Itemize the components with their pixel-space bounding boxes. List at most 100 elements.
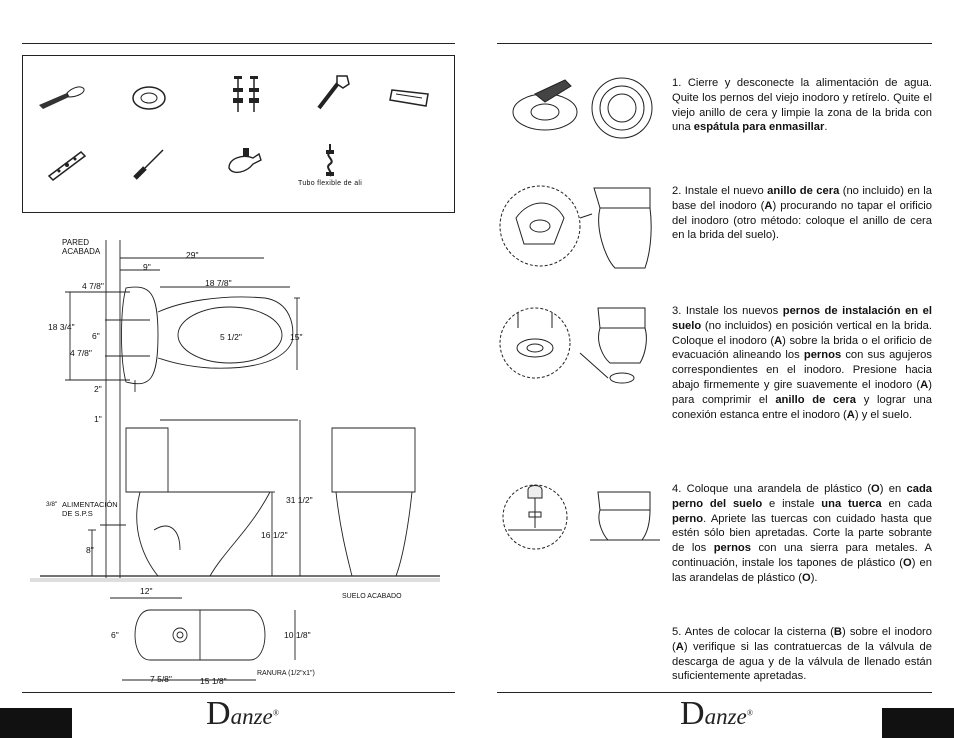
flexible-supply-tube-icon (326, 144, 334, 177)
step-3-part: ) sobre la brida o el orificio de evacua… (672, 334, 932, 362)
floor-label: SUELO ACABADO (342, 593, 402, 600)
step-2-part: (no incluido) en la base del inodoro ( (672, 185, 932, 212)
bottom-rule-left (22, 692, 455, 693)
dim-9: 9" (143, 262, 151, 272)
step-4-part: . Apriete las tuercas con cuidado hasta … (672, 512, 932, 555)
slot-label: RANURA (1/2"x1") (257, 670, 315, 677)
step-3-bold: A (920, 378, 929, 391)
dim-7-5-8: 7 5/8" (150, 674, 172, 684)
step-4-part: 4. Coloque una arandela de plástico ( (672, 483, 872, 495)
dim-5-1-2: 5 1/2" (220, 332, 242, 342)
logo-rest: anze (704, 704, 747, 729)
step-3-part: ) y el suelo. (854, 408, 913, 421)
dim-12: 12" (140, 586, 153, 596)
step-5-part: ) sobre el inodoro ( (672, 626, 932, 653)
step1-illustration (512, 77, 653, 139)
dim-29: 29" (186, 250, 199, 260)
dim-16-1-2: 16 1/2" (261, 530, 288, 540)
dim-2: 2" (94, 384, 102, 394)
screwdriver-icon (133, 149, 164, 180)
faucet-supply-icon (228, 148, 262, 174)
step-2-part: ) procurando no tapar el orificio del in… (672, 199, 932, 242)
supply-size-label: 3/8" (46, 501, 58, 508)
level-icon (47, 151, 87, 181)
dim-15: 15" (290, 332, 303, 342)
floor-bolts-icon (233, 76, 259, 112)
danze-logo-right: Danze® (680, 695, 753, 733)
step-3-part: y lograr una conexión estanca entre el i… (672, 393, 932, 421)
dim-6-bottom: 6" (111, 630, 119, 640)
bottom-rule-right (497, 692, 932, 693)
step-5-text: 5. Antes de colocar la cisterna (B) sobr… (672, 625, 932, 684)
step-4-part: ) en (879, 483, 907, 495)
dim-18-7-8: 18 7/8" (205, 278, 232, 288)
logo-rest: anze (230, 704, 273, 729)
tools-panel: Tubo flexible de ali (22, 55, 455, 213)
step-3-bold: A (774, 334, 783, 347)
step-4-part: en cada (881, 497, 933, 510)
rough-in-diagram (30, 240, 440, 681)
step-3-part: ) para comprimir el (672, 378, 932, 406)
step2-illustration (499, 185, 652, 269)
dim-18-3-4: 18 3/4" (48, 322, 75, 332)
logo-initial: D (206, 695, 231, 732)
dim-31-1-2: 31 1/2" (286, 495, 313, 505)
logo-initial: D (680, 695, 705, 732)
step-5-bold: A (675, 640, 684, 653)
step4-illustration (502, 484, 660, 550)
step-4-bold: O (871, 483, 880, 495)
step-5-part: 5. Antes de colocar la cisterna ( (672, 626, 834, 638)
step-3-part: (no incluidos) en posición vertical en l… (672, 319, 932, 347)
step-4-bold: cada perno del suelo (672, 483, 932, 510)
step-4-part: con una sierra para metales. A continuac… (672, 542, 932, 569)
supply-label: ALIMENTACIÓN DE S.P.S (62, 500, 118, 518)
top-rule-left (22, 43, 455, 44)
step-3-part: 3. Instale los nuevos (672, 305, 783, 317)
step-4-bold: pernos (713, 542, 751, 555)
putty-knife-icon (39, 86, 85, 109)
dim-10-1-8: 10 1/8" (284, 630, 311, 640)
wrench-icon (317, 75, 350, 110)
step-3-text: 3. Instale los nuevos pernos de instalac… (672, 304, 932, 422)
step-3-bold: pernos de instalación en el suelo (672, 305, 932, 332)
dim-4-7-8-top: 4 7/8" (82, 281, 104, 291)
wall-label: PARED ACABADA (62, 238, 101, 256)
step-4-bold: O (903, 556, 912, 569)
step-1-bold: espátula para enmasillar (693, 121, 825, 134)
dim-6-top: 6" (92, 331, 100, 341)
dim-8: 8" (86, 545, 94, 555)
step-4-bold: una tuerca (821, 497, 882, 510)
wax-ring-icon (132, 86, 166, 110)
step-2-text: 2. Instale el nuevo anillo de cera (no i… (672, 184, 932, 243)
step-1-text: 1. Cierre y desconecte la alimentación d… (672, 76, 932, 135)
step-1-part: 1. Cierre y desconecte la alimentación d… (672, 77, 932, 134)
step3-illustration (499, 307, 647, 384)
step-4-bold: perno (672, 512, 704, 525)
dim-1: 1" (94, 414, 102, 424)
step-3-bold: pernos (803, 349, 842, 362)
step-1-part: . (824, 121, 828, 134)
step-4-part: ). (810, 571, 818, 584)
dim-4-7-8-bottom: 4 7/8" (70, 348, 92, 358)
step-5-part: ) verifique si las contratuercas de la v… (672, 640, 932, 683)
step-2-part: 2. Instale el nuevo (672, 185, 768, 197)
step-3-bold: A (846, 408, 855, 421)
step-4-bold: O (801, 571, 811, 584)
step-4-text: 4. Coloque una arandela de plástico (O) … (672, 482, 932, 586)
dim-15-1-8: 15 1/8" (200, 676, 227, 686)
hacksaw-blade-icon (389, 89, 429, 107)
page-tab-left (0, 708, 72, 738)
top-rule-right (497, 43, 932, 44)
step-2-bold: A (764, 199, 773, 212)
logo-mark: ® (272, 708, 279, 718)
step-4-part: e instale (762, 497, 822, 510)
page-tab-right (882, 708, 954, 738)
danze-logo-left: Danze® (206, 695, 279, 733)
logo-mark: ® (746, 708, 753, 718)
flex-tube-caption: Tubo flexible de ali (298, 180, 363, 187)
step-3-bold: anillo de cera (775, 393, 857, 406)
step-4-part: ) en las arandelas de plástico ( (672, 556, 932, 584)
step-5-bold: B (833, 626, 843, 638)
step-3-part: con sus agujeros correspondientes en el … (672, 349, 932, 391)
step-2-bold: anillo de cera (767, 185, 840, 197)
